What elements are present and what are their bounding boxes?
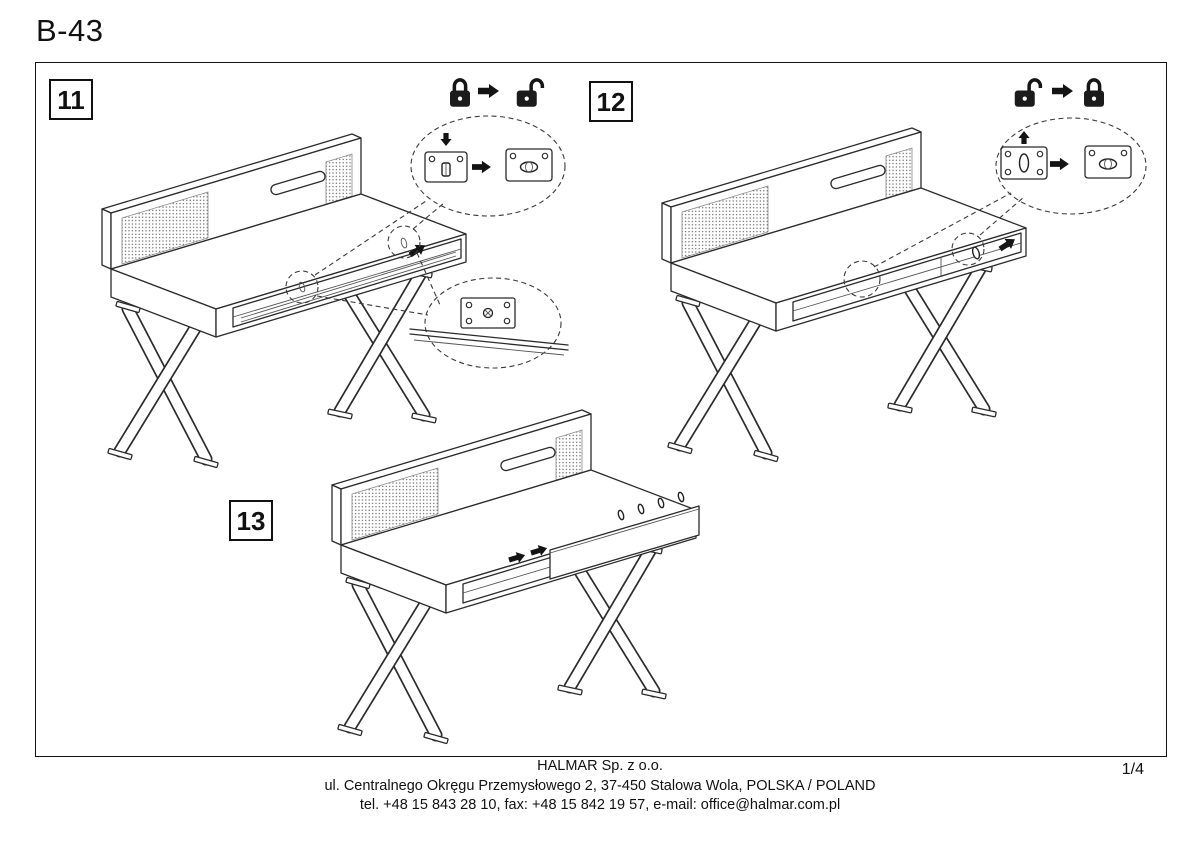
drawer-rail [240, 251, 457, 323]
lock-sequence [1013, 78, 1106, 109]
detail-callout-ellipse [424, 277, 562, 369]
detail-marker-circle [387, 225, 421, 259]
leader-lines [314, 200, 445, 316]
lock-plate-knob [1000, 146, 1048, 180]
assembly-diagram [36, 78, 1147, 756]
lock-open-icon [515, 78, 545, 109]
desk-illustration [332, 410, 696, 744]
rail-plate-screws [460, 297, 516, 329]
step-number-12: 12 [589, 81, 633, 122]
detail-marker-circle [285, 270, 319, 304]
diagram-frame: 11 12 13 [35, 62, 1167, 757]
step-number-13: 13 [229, 500, 273, 541]
desk-illustration [662, 128, 1026, 462]
desk-illustration [102, 134, 466, 468]
footer-address: ul. Centralnego Okręgu Przemysłowego 2, … [324, 777, 876, 794]
detail-marker-circle [843, 260, 881, 298]
leader-lines [873, 192, 1025, 268]
latch-clips [617, 491, 685, 521]
lock-sequence [448, 78, 545, 109]
drawer-front [549, 505, 700, 580]
lock-knob [971, 246, 981, 260]
detail-callout-ellipse [995, 117, 1147, 215]
detail-callout-rail [409, 277, 569, 369]
detail-callout-ellipse [410, 115, 566, 217]
detail-callout-lock [995, 117, 1147, 215]
step-12-illustration [662, 78, 1147, 462]
footer-contact: tel. +48 15 843 28 10, fax: +48 15 842 1… [359, 797, 841, 813]
lock-plate-oval [1084, 145, 1132, 179]
lock-plate-latch [424, 151, 468, 183]
lock-open-icon [1013, 78, 1043, 109]
footer: HALMAR Sp. z o.o. ul. Centralnego Okręgu… [0, 757, 1200, 816]
footer-company: HALMAR Sp. z o.o. [537, 758, 663, 774]
press-down-arrow-icon [440, 133, 452, 146]
detail-marker-circle [951, 232, 985, 266]
transform-arrow-icon [1050, 157, 1069, 171]
transform-arrow-icon [478, 84, 499, 98]
lock-closed-icon [1082, 78, 1106, 109]
detail-callout-unlock [410, 115, 566, 217]
step-13-illustration [332, 410, 699, 744]
transform-arrow-icon [472, 160, 491, 174]
transform-arrow-icon [1052, 84, 1073, 98]
model-title: B-43 [36, 13, 104, 48]
page-indicator: 1/4 [1121, 761, 1144, 778]
lift-up-arrow-icon [1018, 131, 1030, 144]
lock-plate-oval [505, 148, 553, 182]
step-number-11: 11 [49, 79, 93, 120]
step-11-illustration [102, 78, 569, 468]
lock-closed-icon [448, 78, 472, 109]
